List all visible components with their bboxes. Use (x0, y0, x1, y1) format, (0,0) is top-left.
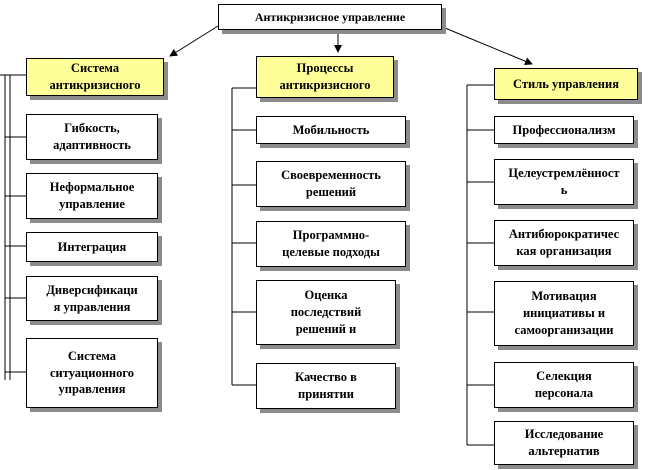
processes-header: Процессы антикризисного (256, 56, 394, 98)
root-node: Антикризисное управление (218, 4, 442, 30)
system-item-integration: Интеграция (26, 232, 158, 262)
style-branch-lines (466, 84, 494, 446)
processes-item-consequences: Оценка последствий решений и (256, 280, 396, 345)
system-item-diversification: Диверсификаци я управления (26, 276, 158, 321)
system-item-informal-management: Неформальное управление (26, 173, 158, 219)
system-branch-lines (0, 74, 26, 380)
style-item-anti-bureaucratic: Антибюрократичес кая организация (494, 220, 634, 266)
system-item-flexibility: Гибкость, адаптивность (26, 114, 158, 160)
style-item-purposefulness: Целеустремлённост ь (494, 159, 634, 205)
style-header: Стиль управления (494, 68, 638, 100)
style-item-personnel-selection: Селекция персонала (494, 362, 634, 408)
system-item-situational-management: Система ситуационного управления (26, 338, 158, 408)
processes-item-timeliness: Своевременность решений (256, 161, 406, 207)
processes-item-program-target: Программно- целевые подходы (256, 221, 406, 267)
style-item-motivation: Мотивация инициативы и самоорганизации (494, 281, 634, 346)
processes-branch-lines (231, 87, 256, 386)
system-header: Система антикризисного (26, 58, 164, 96)
processes-item-mobility: Мобильность (256, 116, 406, 144)
processes-item-quality: Качество в принятии (256, 363, 396, 409)
arrow-to-style (444, 27, 533, 66)
style-item-professionalism: Профессионализм (494, 116, 634, 144)
style-item-alternatives-research: Исследование альтернатив (494, 421, 634, 465)
arrow-to-system (169, 25, 219, 57)
